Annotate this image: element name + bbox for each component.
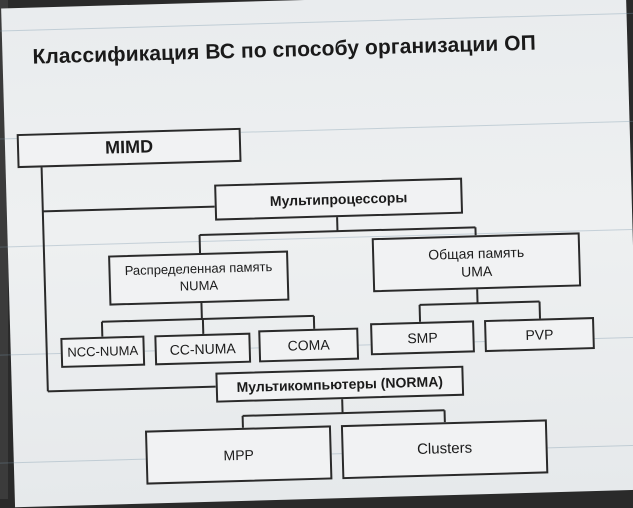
box-mimd-label: MIMD (105, 136, 154, 161)
box-multiprocessors-label: Мультипроцессоры (270, 188, 408, 210)
box-multicomputers-label: Мультикомпьютеры (NORMA) (236, 372, 443, 396)
box-cc-numa-label: CC-NUMA (169, 339, 236, 359)
box-multiprocessors: Мультипроцессоры (214, 178, 463, 221)
box-coma-label: COMA (287, 335, 329, 354)
connector-line (102, 316, 314, 322)
box-ncc-numa-label: NCC-NUMA (67, 342, 138, 361)
connector-line (200, 235, 201, 253)
box-mpp: MPP (145, 425, 332, 484)
box-numa-label: Распределенная память NUMA (124, 259, 272, 297)
box-mpp-label: MPP (223, 446, 254, 465)
box-uma: Общая память UMA (372, 232, 581, 292)
box-clusters: Clusters (341, 419, 548, 479)
box-uma-label: Общая память UMA (428, 243, 525, 282)
box-mimd: MIMD (17, 128, 242, 168)
box-numa: Распределенная память NUMA (108, 251, 289, 306)
box-smp-label: SMP (407, 328, 438, 347)
box-pvp-label: PVP (525, 325, 554, 344)
box-ncc-numa: NCC-NUMA (60, 336, 145, 368)
connector-line (42, 165, 48, 391)
box-pvp: PVP (484, 317, 595, 352)
box-clusters-label: Clusters (417, 439, 473, 460)
connector-line (243, 410, 445, 416)
box-cc-numa: CC-NUMA (154, 333, 251, 366)
connector-line (43, 207, 215, 212)
connector-line (48, 387, 216, 392)
connector-line (420, 302, 540, 305)
box-smp: SMP (370, 320, 475, 355)
box-coma: COMA (258, 328, 359, 363)
